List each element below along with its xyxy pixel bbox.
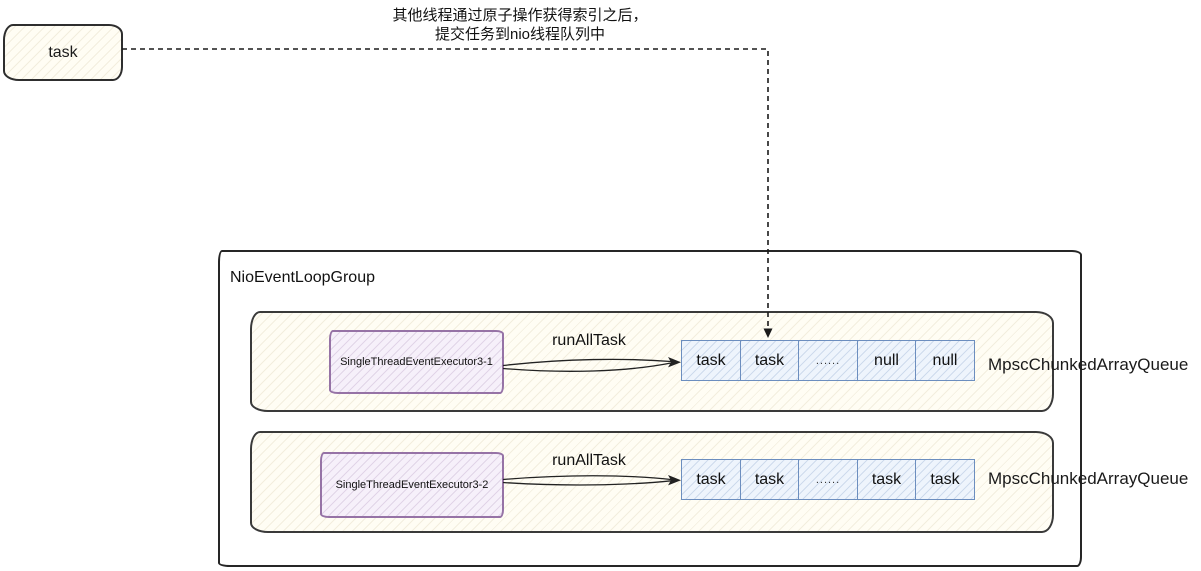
task-box: task: [3, 24, 123, 81]
group-title: NioEventLoopGroup: [230, 269, 375, 286]
queue-cell: task: [856, 459, 917, 500]
queue-cell: task: [739, 459, 800, 500]
executor-label-1: SingleThreadEventExecutor3-1: [340, 356, 493, 368]
executor-box-1: SingleThreadEventExecutor3-1: [329, 330, 504, 394]
queue-cell: task: [739, 340, 800, 381]
queue-name-label-2: MpscChunkedArrayQueue: [988, 469, 1189, 488]
queue-cell: task: [681, 459, 741, 500]
queue-2: task task ...... task task: [681, 459, 975, 500]
run-all-task-label-2: runAllTask: [552, 452, 626, 469]
queue-1: task task ...... null null: [681, 340, 975, 381]
executor-box-2: SingleThreadEventExecutor3-2: [320, 452, 504, 518]
executor-label-2: SingleThreadEventExecutor3-2: [335, 479, 489, 491]
queue-cell: null: [856, 340, 917, 381]
queue-cell: null: [915, 340, 975, 381]
queue-cell: ......: [798, 459, 858, 500]
annotation-text: 其他线程通过原子操作获得索引之后， 提交任务到nio线程队列中: [348, 6, 692, 44]
queue-name-label-1: MpscChunkedArrayQueue: [988, 355, 1189, 374]
queue-cell: ......: [798, 340, 858, 381]
task-box-label: task: [48, 43, 78, 61]
queue-cell: task: [681, 340, 741, 381]
annotation-line-1: 其他线程通过原子操作获得索引之后，: [392, 7, 648, 24]
run-all-task-label-1: runAllTask: [552, 332, 626, 349]
queue-cell: task: [915, 459, 975, 500]
annotation-line-2: 提交任务到nio线程队列中: [434, 26, 606, 43]
